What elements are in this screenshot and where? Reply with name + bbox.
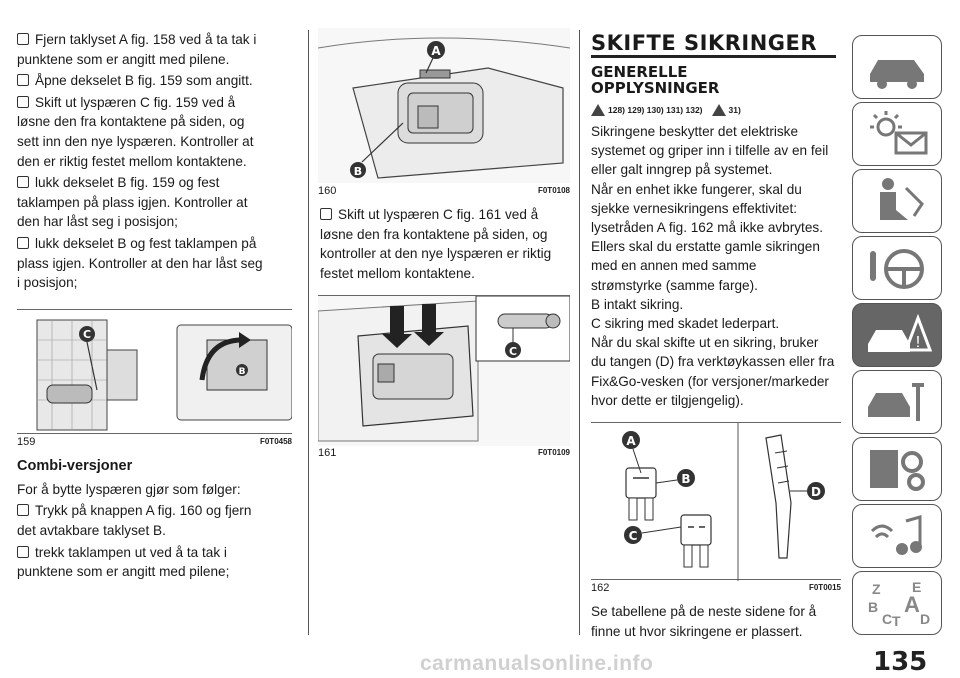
- column-divider: [579, 30, 580, 635]
- multimedia-icon[interactable]: [852, 504, 942, 568]
- figure-caption: 161 F0T0109: [318, 446, 570, 460]
- label-c-marker: [505, 342, 521, 359]
- car-dashboard-icon[interactable]: [852, 35, 942, 99]
- body-line: systemet og griper inn i tilfelle av en …: [591, 143, 829, 159]
- figure-code: F0T0015: [808, 583, 841, 593]
- svg-text:!: !: [916, 334, 920, 351]
- chapter-sidebar: ! Z E B A C T D: [852, 35, 944, 638]
- body-line: lysetråden A fig. 162 må ikke avbrytes.: [591, 220, 823, 236]
- paragraph: Fjern taklyset A fig. 158 ved å ta tak i…: [17, 30, 267, 69]
- figure-code: F0T0108: [537, 186, 570, 195]
- index-letter: A: [904, 592, 920, 617]
- subsection-title: GENERELLE OPPLYSNINGER: [591, 64, 841, 96]
- label-b: B: [239, 367, 246, 377]
- label-b: B: [354, 165, 362, 178]
- body-line: Sikringene beskytter det elektriske: [591, 124, 799, 139]
- paragraph: Se tabellene på de neste sidene for å fi…: [591, 604, 817, 639]
- paragraph: lukk dekselet B fig. 159 og fest taklamp…: [17, 173, 267, 232]
- figure-160: A B 160 F0T0108: [317, 28, 571, 197]
- body-line: du tangen (D) fra verktøykassen eller fr…: [591, 354, 835, 370]
- body-line: Når en enhet ikke fungerer, skal du: [591, 181, 802, 197]
- label-b-marker: [236, 363, 248, 376]
- label-a: A: [431, 44, 441, 58]
- label-b-marker: [350, 162, 366, 178]
- index-letter: Z: [872, 581, 881, 597]
- label-d: D: [811, 485, 821, 499]
- steering-wheel-icon[interactable]: [852, 236, 942, 300]
- label-c: C: [509, 345, 517, 358]
- figure-caption: 162 F0T0015: [591, 581, 841, 595]
- paragraph: Åpne dekselet B fig. 159 som angitt.: [17, 71, 267, 91]
- label-b-marker: [677, 469, 695, 488]
- index-letter: C: [882, 611, 892, 627]
- label-a-marker: [622, 431, 640, 450]
- index-letter: D: [920, 611, 930, 627]
- caution-refs: 31): [728, 105, 741, 115]
- figure-159: C B 159 F0T0458: [17, 308, 293, 448]
- section-heading: Combi-versjoner: [17, 457, 133, 474]
- figure-code: F0T0458: [259, 436, 292, 446]
- warning-lights-icon[interactable]: [852, 102, 942, 166]
- figure-caption: 160 F0T0108: [318, 184, 570, 198]
- technical-data-icon[interactable]: [852, 437, 942, 501]
- body-line: Når du skal skifte ut en sikring, bruker: [591, 335, 819, 351]
- paragraph: trekk taklampen ut ved å ta tak i punkte…: [17, 543, 267, 582]
- column-1: Fjern taklyset A fig. 158 ved å ta tak i…: [17, 30, 293, 584]
- figure-number: 162: [591, 582, 610, 595]
- caution-icon: [711, 104, 726, 116]
- safety-seat-icon[interactable]: [852, 169, 942, 233]
- warning-icon: [591, 104, 605, 116]
- page-number: 135: [873, 647, 928, 677]
- body-line: Fix&Go-vesken (for versjoner/markeder: [591, 373, 829, 389]
- warning-refs: 128) 129) 130) 131) 132): [608, 105, 703, 115]
- subtitle-line-1: GENERELLE: [591, 63, 688, 81]
- warning-references: 128) 129) 130) 131) 132) 31): [591, 102, 841, 118]
- paragraph: Skift ut lyspæren C fig. 159 ved å løsne…: [17, 93, 267, 171]
- label-a-marker: [427, 41, 445, 59]
- label-d-marker: [807, 482, 825, 501]
- figure-number: 160: [318, 185, 337, 197]
- breakdown-icon[interactable]: !: [852, 303, 942, 367]
- figure-160-illustration: A B: [317, 28, 571, 183]
- subtitle-line-2: OPPLYSNINGER: [591, 79, 720, 97]
- figure-162: A B C D 162 F0T0015: [591, 422, 841, 594]
- body-line: Ellers skal du erstatte gamle sikringen: [591, 239, 820, 255]
- column-2: A B 160 F0T0108 Skift ut lyspæren C fig.…: [317, 28, 571, 459]
- column-3: SKIFTE SIKRINGER GENERELLE OPPLYSNINGER …: [591, 32, 841, 643]
- label-c-marker: [79, 325, 95, 342]
- index-icon[interactable]: Z E B A C T D: [852, 571, 942, 635]
- body-line: sjekke vernesikringens effektivitet:: [591, 200, 798, 216]
- maintenance-icon[interactable]: [852, 370, 942, 434]
- label-c: C: [83, 328, 91, 341]
- figure-159-illustration: C B: [36, 319, 293, 431]
- index-letter: T: [892, 613, 901, 628]
- body-line: eller galt inngrep på systemet.: [591, 162, 773, 178]
- label-c-marker: [624, 526, 642, 545]
- paragraph: Trykk på knappen A fig. 160 og fjern det…: [17, 501, 267, 540]
- figure-162-illustration: A B C D: [622, 423, 825, 582]
- section-title: SKIFTE SIKRINGER: [591, 32, 836, 58]
- figure-caption: 159 F0T0458: [17, 435, 292, 449]
- body-line: hvor dette er tilgjengelig).: [591, 392, 744, 408]
- body-text: Sikringene beskytter det elektriske syst…: [591, 122, 841, 410]
- figure-number: 159: [17, 435, 36, 448]
- label-b: B: [681, 472, 690, 486]
- body-line: med en annen med samme: [591, 258, 757, 274]
- label-a: A: [626, 434, 636, 448]
- body-line: C sikring med skadet lederpart.: [591, 316, 780, 332]
- column-divider: [308, 30, 309, 635]
- figure-161-illustration: C: [317, 295, 571, 447]
- figure-code: F0T0109: [537, 448, 570, 458]
- paragraph: For å bytte lyspæren gjør som følger:: [17, 481, 241, 497]
- body-line: B intakt sikring.: [591, 296, 684, 312]
- paragraph: Skift ut lyspæren C fig. 161 ved å løsne…: [320, 205, 570, 283]
- figure-161: C 161 F0T0109: [317, 295, 571, 459]
- label-c: C: [629, 529, 638, 543]
- index-letter: E: [912, 579, 921, 595]
- watermark: carmanualsonline.info: [420, 652, 654, 675]
- figure-number: 161: [318, 447, 337, 460]
- paragraph: lukk dekselet B og fest taklampen på pla…: [17, 234, 267, 293]
- body-line: strømstyrke (samme farge).: [591, 277, 758, 293]
- index-letter: B: [868, 599, 878, 615]
